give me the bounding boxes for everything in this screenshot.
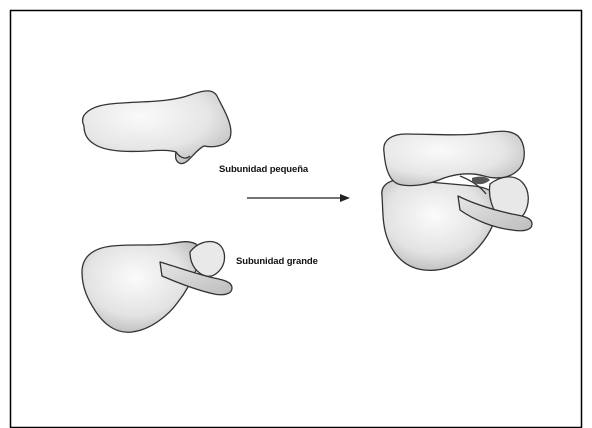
large-subunit-shape — [82, 241, 232, 332]
small-subunit-label: Subunidad pequeña — [219, 164, 308, 175]
assembled-ribosome-shape — [382, 131, 532, 270]
small-subunit-shape — [83, 91, 231, 164]
ribosome-cleft — [472, 177, 490, 184]
large-subunit-label: Subunidad grande — [236, 256, 318, 267]
assembly-arrow — [247, 194, 350, 202]
